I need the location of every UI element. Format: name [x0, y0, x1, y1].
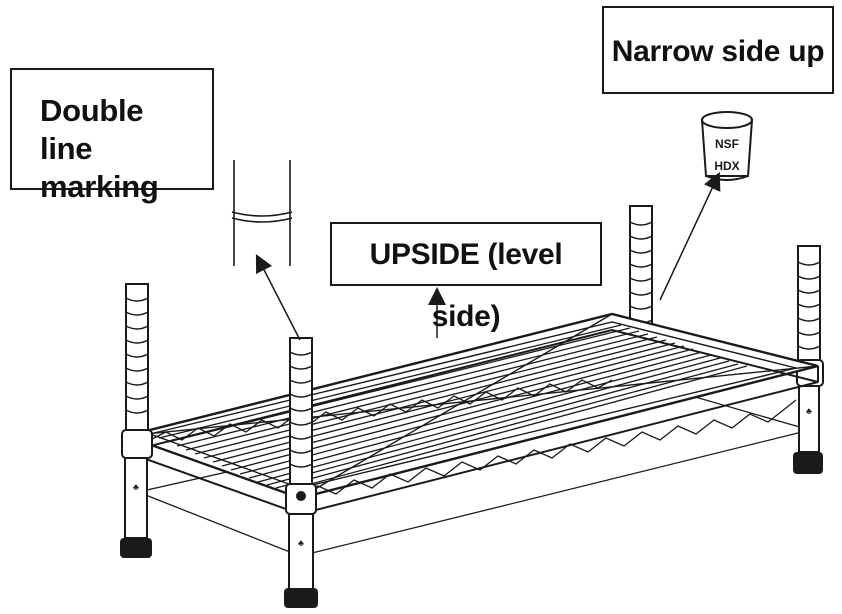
sleeve-detail: NSF HDX — [700, 111, 754, 181]
svg-text:♣: ♣ — [133, 482, 139, 492]
callout-narrow-side-up: Narrow side up — [602, 6, 834, 94]
leader-arrows — [255, 171, 721, 341]
back-right-post: ♣ — [793, 245, 824, 474]
callout-upside-level-side: UPSIDE (level side) — [330, 222, 602, 333]
svg-text:♣: ♣ — [298, 538, 304, 548]
sleeve-label-bottom: HDX — [714, 159, 739, 173]
svg-text:♣: ♣ — [806, 406, 812, 416]
callout-double-line2: line marking — [40, 131, 159, 204]
front-right-post: ♣ — [284, 337, 318, 608]
sleeve-label-top: NSF — [715, 137, 739, 151]
arrow-double-line — [255, 253, 301, 341]
double-line-post-detail — [231, 160, 293, 266]
front-left-post: ♣ — [120, 283, 153, 558]
callout-double-line-marking: Double line marking — [10, 68, 214, 204]
callout-double-line1: Double — [40, 93, 144, 128]
arrow-narrow-side — [659, 171, 721, 301]
